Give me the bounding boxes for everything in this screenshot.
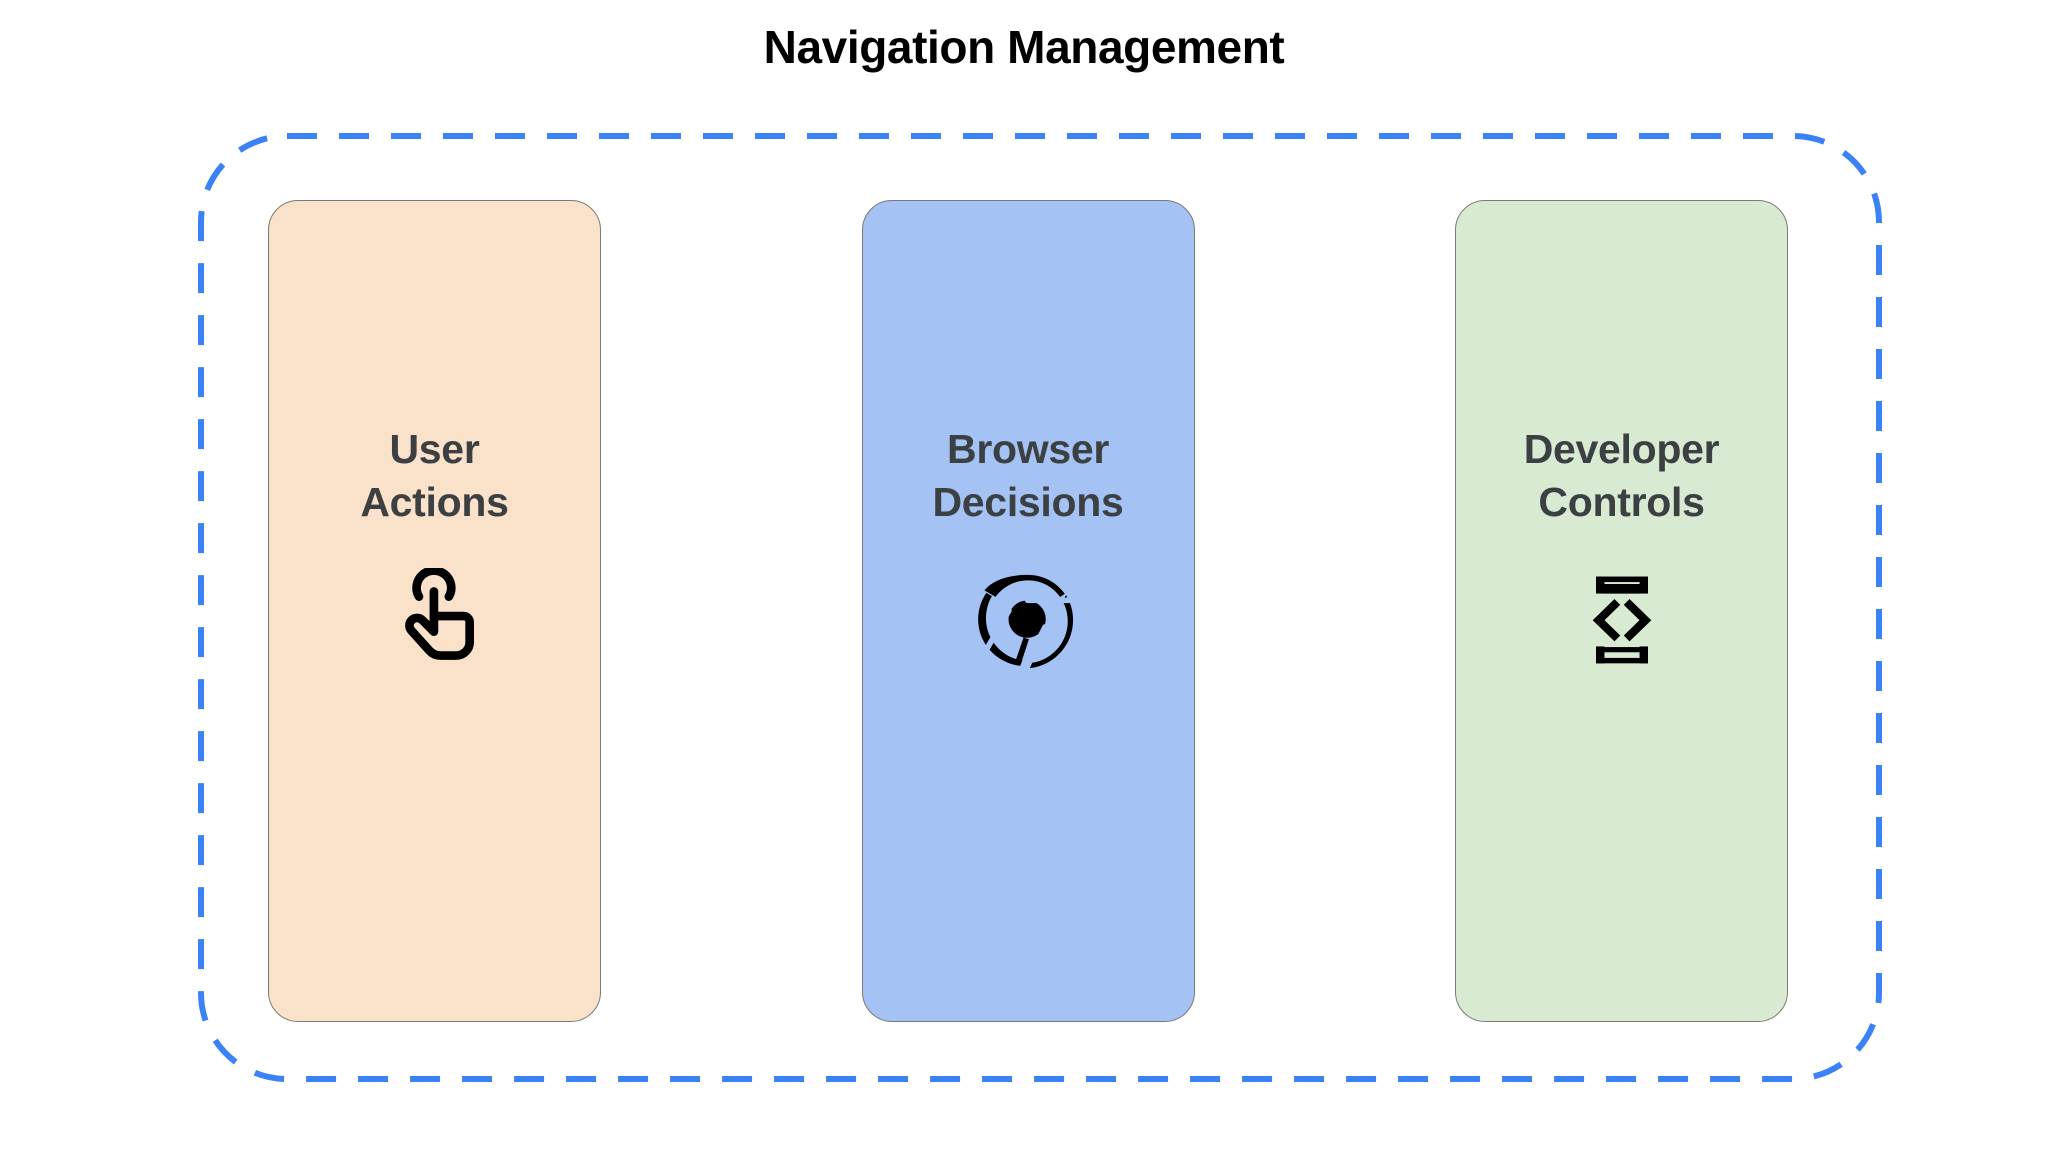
cards-row: User Actions Browser Decisions — [268, 200, 1788, 1022]
card-browser-decisions[interactable]: Browser Decisions — [861, 200, 1195, 1022]
card-developer-controls[interactable]: Developer Controls — [1455, 200, 1788, 1022]
page-title: Navigation Management — [763, 21, 1285, 73]
developer-mode-icon — [1570, 568, 1674, 672]
touch-app-icon — [383, 567, 487, 672]
card-user-actions[interactable]: User Actions — [268, 200, 601, 1022]
chrome-logo-icon — [976, 568, 1080, 672]
card-browser-decisions-label: Browser Decisions — [932, 426, 1124, 526]
card-user-actions-label: User Actions — [360, 426, 509, 526]
card-developer-controls-label: Developer Controls — [1523, 426, 1720, 526]
